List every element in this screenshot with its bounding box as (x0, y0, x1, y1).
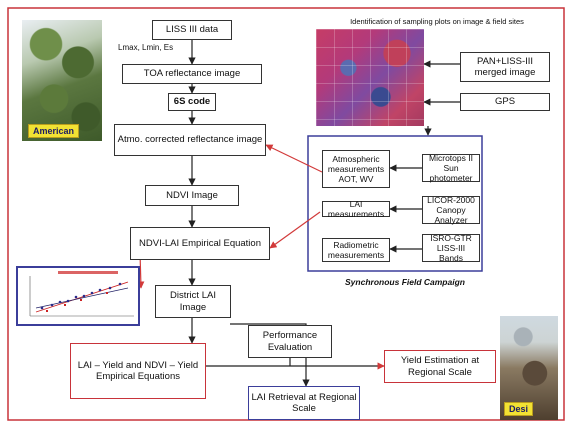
toa-box: TOA reflectance image (122, 64, 262, 84)
lai-retrieval-box: LAI Retrieval at Regional Scale (248, 386, 360, 420)
isro-box: ISRO-GTR LISS-III Bands (422, 233, 480, 263)
pan-liss-box: PAN+LISS-III merged image (460, 52, 550, 82)
desi-cotton-photo: Desi (500, 316, 558, 420)
ndvi-box: NDVI Image (145, 185, 239, 206)
licor-box: LICOR-2000 Canopy Analyzer (422, 195, 480, 225)
ndvi-lai-box: NDVI-LAI Empirical Equation (130, 227, 270, 260)
field-campaign-frame (307, 135, 483, 272)
american-cotton-photo: American (22, 20, 102, 141)
microtops-box: Microtops II Sun photometer (422, 153, 480, 183)
lai-meas-box: LAI measurements (322, 199, 390, 219)
gps-box: GPS (460, 93, 550, 111)
arrow-laimeas-ndvilai (269, 211, 321, 249)
satellite-caption: Identification of sampling plots on imag… (350, 17, 524, 26)
perf-eval-box: Performance Evaluation (248, 325, 332, 358)
regression-chart-thumbnail (16, 266, 140, 326)
outer-frame (7, 7, 565, 421)
district-lai-box: District LAI Image (155, 285, 231, 318)
yield-est-box: Yield Estimation at Regional Scale (384, 350, 496, 383)
arrow-district-retrieval (230, 323, 310, 387)
liss-data-box: LISS III data (152, 20, 232, 40)
code-6s-box: 6S code (168, 93, 216, 111)
field-campaign-label: Synchronous Field Campaign (345, 277, 465, 287)
radio-box: Radiometric measurements (322, 238, 390, 262)
atmo-meas-box: Atmospheric measurements AOT, WV (322, 150, 390, 188)
satellite-image (316, 29, 424, 126)
arrow-atmomeas-atmo (265, 144, 323, 173)
lmax-lmin-label: Lmax, Lmin, Es (118, 43, 174, 52)
american-tag: American (28, 124, 80, 138)
desi-tag: Desi (504, 402, 534, 416)
lai-yield-box: LAI – Yield and NDVI – Yield Empirical E… (70, 343, 206, 399)
regression-chart-svg (29, 271, 134, 317)
atmo-box: Atmo. corrected reflectance image (114, 124, 266, 156)
